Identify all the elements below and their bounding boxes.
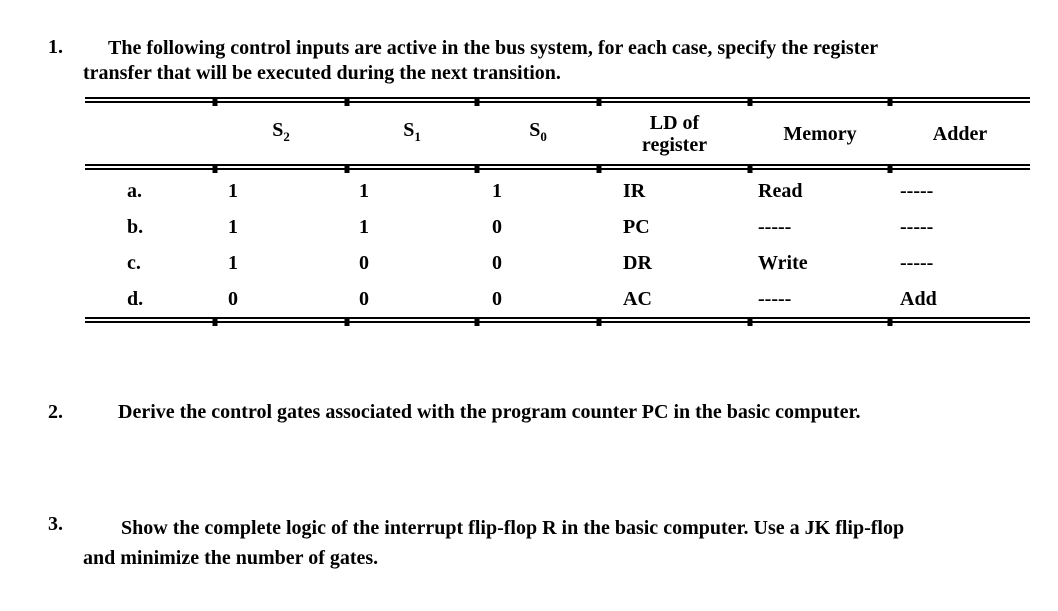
cell-case: a. <box>127 180 142 202</box>
column-tick <box>344 165 350 173</box>
column-tick <box>596 165 602 173</box>
table-body: a. 1 1 1 IR Read ----- b. 1 1 0 PC -----… <box>85 173 1030 317</box>
cell-s1: 1 <box>359 180 369 202</box>
cell-case: c. <box>127 252 141 274</box>
cell-adder: ----- <box>900 180 934 202</box>
cell-s2: 1 <box>228 180 238 202</box>
header-cell-s2: S2 <box>272 119 290 144</box>
column-tick <box>344 318 350 326</box>
column-tick <box>344 98 350 106</box>
table-top-rule <box>85 97 1030 106</box>
header-cell-memory: Memory <box>783 122 857 145</box>
question-3-number: 3. <box>48 513 63 535</box>
column-tick <box>474 318 480 326</box>
cell-case: d. <box>127 288 144 310</box>
column-tick <box>596 318 602 326</box>
header-cell-s1: S1 <box>403 119 421 144</box>
header-cell-s0: S0 <box>529 119 547 144</box>
column-tick <box>596 98 602 106</box>
question-1-number: 1. <box>48 36 63 58</box>
header-cell-ld-of-register: LD of register <box>641 111 708 156</box>
question-3-line-2: and minimize the number of gates. <box>83 547 379 569</box>
cell-ld-register: DR <box>623 252 652 274</box>
question-3-text: Show the complete logic of the interrupt… <box>83 513 1029 573</box>
column-tick <box>887 165 893 173</box>
column-tick <box>474 98 480 106</box>
question-1-line-1: The following control inputs are active … <box>108 37 879 59</box>
cell-s2: 1 <box>228 216 238 238</box>
question-2-number: 2. <box>48 401 63 423</box>
cell-memory: Read <box>758 180 803 202</box>
cell-memory: ----- <box>758 288 792 310</box>
table-row-a: a. 1 1 1 IR Read ----- <box>85 173 1030 209</box>
cell-s0: 0 <box>492 288 502 310</box>
column-tick <box>747 98 753 106</box>
table-row-c: c. 1 0 0 DR Write ----- <box>85 245 1030 281</box>
cell-s1: 0 <box>359 252 369 274</box>
cell-ld-register: AC <box>623 288 652 310</box>
cell-s1: 0 <box>359 288 369 310</box>
control-inputs-table: S2 S1 S0 LD of register Memory Adder a. … <box>85 97 1030 327</box>
cell-s0: 1 <box>492 180 502 202</box>
question-2-text: Derive the control gates associated with… <box>83 401 1029 424</box>
cell-adder: ----- <box>900 252 934 274</box>
cell-case: b. <box>127 216 144 238</box>
question-3-line-1: Show the complete logic of the interrupt… <box>121 517 905 539</box>
column-tick <box>212 318 218 326</box>
cell-s2: 0 <box>228 288 238 310</box>
cell-s2: 1 <box>228 252 238 274</box>
table-row-b: b. 1 1 0 PC ----- ----- <box>85 209 1030 245</box>
column-tick <box>212 165 218 173</box>
question-2-line-1: Derive the control gates associated with… <box>118 401 861 423</box>
column-tick <box>474 165 480 173</box>
table-header-rule <box>85 164 1030 173</box>
column-tick <box>747 165 753 173</box>
cell-ld-register: IR <box>623 180 646 202</box>
column-tick <box>212 98 218 106</box>
question-1-text: The following control inputs are active … <box>83 36 1029 86</box>
cell-memory: Write <box>758 252 808 274</box>
table-row-d: d. 0 0 0 AC ----- Add <box>85 281 1030 317</box>
column-tick <box>747 318 753 326</box>
cell-adder: ----- <box>900 216 934 238</box>
header-cell-adder: Adder <box>932 122 988 145</box>
cell-memory: ----- <box>758 216 792 238</box>
cell-s0: 0 <box>492 252 502 274</box>
question-1-line-2: transfer that will be executed during th… <box>83 62 561 84</box>
cell-ld-register: PC <box>623 216 650 238</box>
cell-s0: 0 <box>492 216 502 238</box>
cell-adder: Add <box>900 288 937 310</box>
table-header-row: S2 S1 S0 LD of register Memory Adder <box>85 103 1030 164</box>
cell-s1: 1 <box>359 216 369 238</box>
column-tick <box>887 318 893 326</box>
table-bottom-rule <box>85 317 1030 326</box>
column-tick <box>887 98 893 106</box>
